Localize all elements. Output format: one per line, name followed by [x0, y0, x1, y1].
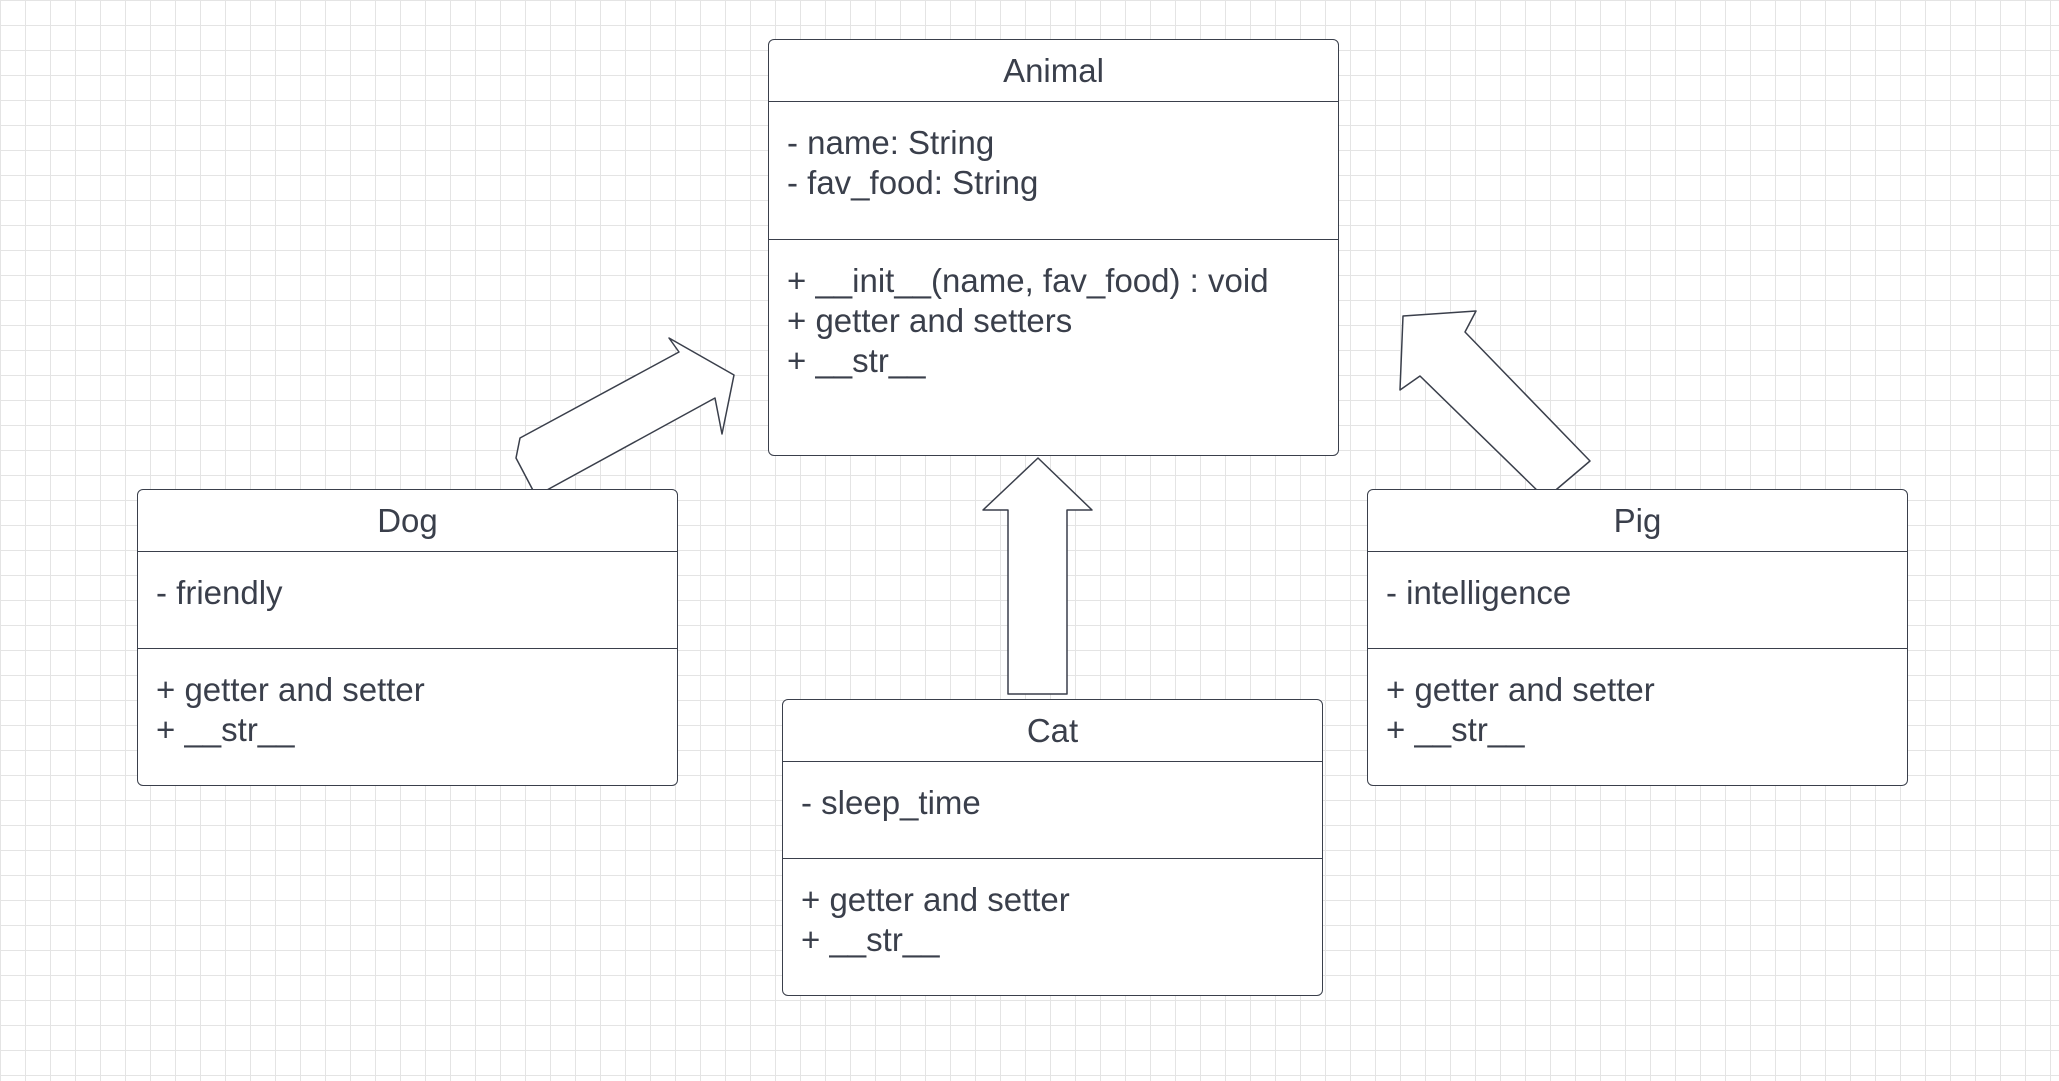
cat-to-animal-arrow[interactable]: [982, 457, 1093, 695]
class-cat-attributes: - sleep_time: [783, 762, 1322, 859]
class-dog-attributes: - friendly: [138, 552, 677, 649]
method: + getter and setters: [787, 302, 1073, 339]
method: + __str__: [156, 711, 295, 748]
attribute: - sleep_time: [801, 784, 981, 821]
method: + __str__: [787, 342, 926, 379]
method: + getter and setter: [801, 881, 1070, 918]
class-animal-attributes: - name: String - fav_food: String: [769, 102, 1338, 240]
method: + __str__: [801, 921, 940, 958]
method: + getter and setter: [1386, 671, 1655, 708]
method: + getter and setter: [156, 671, 425, 708]
class-dog[interactable]: Dog - friendly + getter and setter + __s…: [137, 489, 678, 786]
dog-to-animal-arrow[interactable]: [515, 337, 735, 497]
class-cat-methods: + getter and setter + __str__: [783, 859, 1322, 960]
class-animal-title: Animal: [769, 40, 1338, 102]
class-cat[interactable]: Cat - sleep_time + getter and setter + _…: [782, 699, 1323, 996]
class-pig-attributes: - intelligence: [1368, 552, 1907, 649]
attribute: - friendly: [156, 574, 283, 611]
class-pig-title: Pig: [1368, 490, 1907, 552]
attribute: - name: String: [787, 124, 995, 161]
class-cat-title: Cat: [783, 700, 1322, 762]
class-dog-methods: + getter and setter + __str__: [138, 649, 677, 750]
class-pig-methods: + getter and setter + __str__: [1368, 649, 1907, 750]
attribute: - intelligence: [1386, 574, 1572, 611]
method: + __init__(name, fav_food) : void: [787, 262, 1269, 299]
class-pig[interactable]: Pig - intelligence + getter and setter +…: [1367, 489, 1908, 786]
class-animal-methods: + __init__(name, fav_food) : void + gett…: [769, 240, 1338, 381]
attribute: - fav_food: String: [787, 164, 1039, 201]
class-dog-title: Dog: [138, 490, 677, 552]
method: + __str__: [1386, 711, 1525, 748]
class-animal[interactable]: Animal - name: String - fav_food: String…: [768, 39, 1339, 456]
pig-to-animal-arrow[interactable]: [1399, 310, 1591, 501]
